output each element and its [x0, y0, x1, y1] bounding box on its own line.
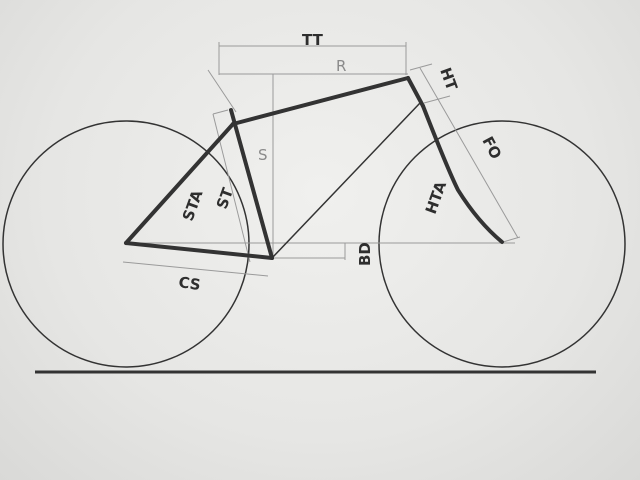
seat-stay [124, 122, 235, 245]
label-r: R [336, 57, 346, 75]
chain-stay [124, 241, 274, 260]
label-fo: FO [478, 133, 505, 162]
fork [421, 104, 504, 244]
label-st: ST [213, 185, 237, 212]
label-s: S [258, 146, 268, 164]
label-ht: HT [436, 65, 461, 93]
dimension-lines [122, 42, 521, 277]
rear-wheel [2, 120, 250, 368]
label-tt: TT [302, 31, 324, 49]
head-tube [406, 76, 425, 108]
down-tube [271, 102, 421, 259]
top-tube [231, 76, 410, 126]
label-sta: STA [179, 187, 207, 223]
seat-tube [229, 108, 274, 260]
label-cs: CS [177, 273, 201, 294]
label-hta: HTA [422, 179, 450, 217]
bike-frame [124, 76, 504, 260]
label-bd: BD [356, 242, 374, 266]
front-wheel [378, 120, 626, 368]
